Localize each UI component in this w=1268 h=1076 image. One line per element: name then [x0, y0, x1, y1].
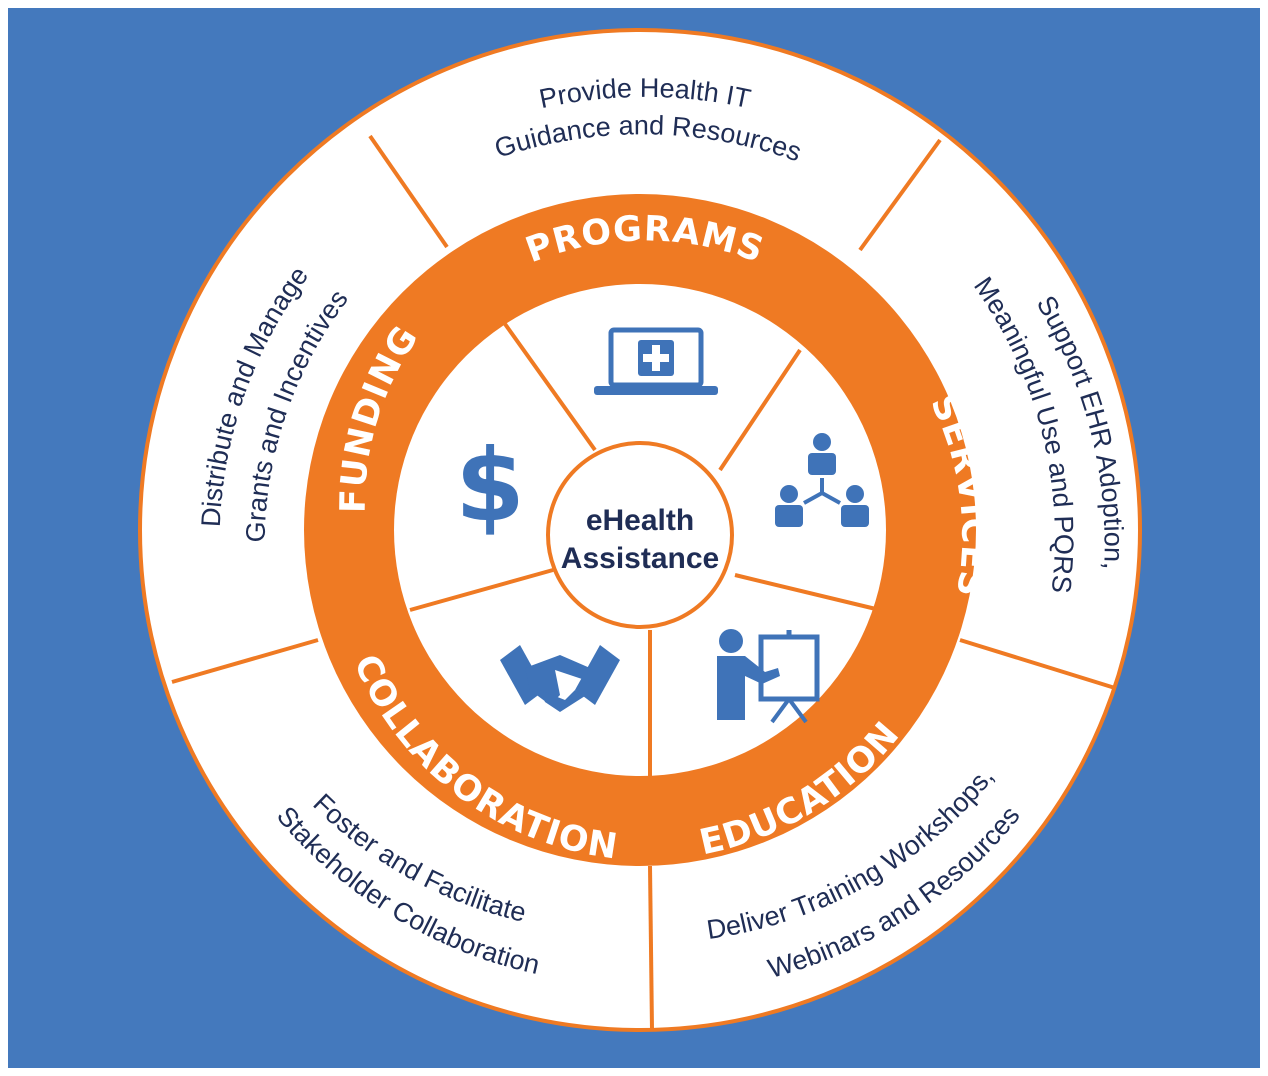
people-network-icon [775, 433, 869, 527]
center-title-line2: Assistance [561, 542, 719, 575]
laptop-medical-icon [594, 327, 718, 395]
svg-text:$: $ [455, 427, 525, 544]
dollar-icon: $ [455, 427, 525, 544]
inner-dividers [409, 322, 881, 776]
center-title-line1: eHealth [586, 504, 694, 537]
presenter-board-icon [717, 629, 820, 724]
center-circle [546, 441, 734, 629]
outer-dividers [171, 134, 1116, 1031]
handshake-icon [500, 645, 620, 712]
